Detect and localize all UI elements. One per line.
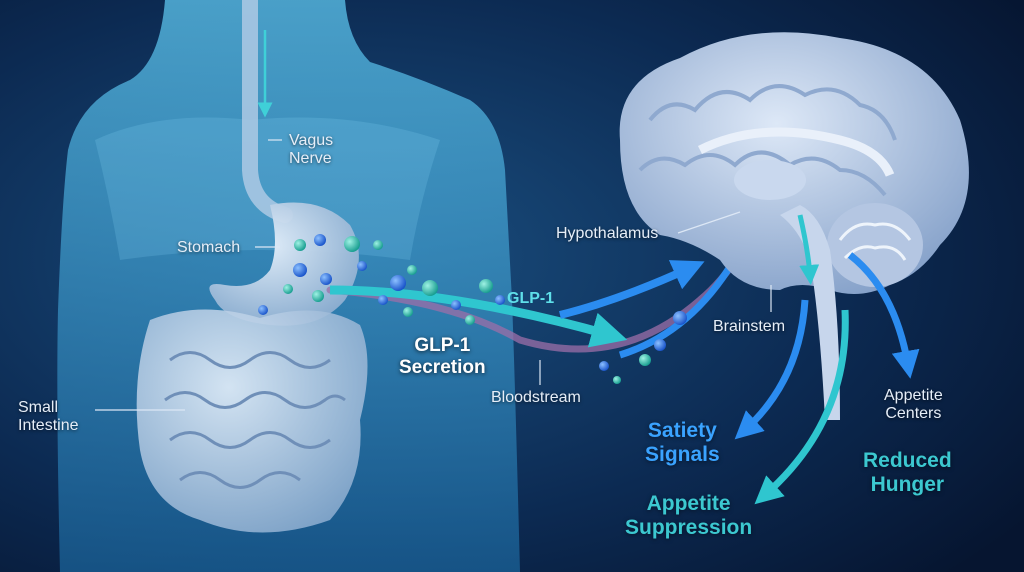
label-brainstem: Brainstem [713,318,785,336]
label-bloodstream: Bloodstream [491,389,581,407]
label-hypothalamus: Hypothalamus [556,225,658,243]
cerebellum [827,203,923,287]
torso-highlight [95,118,440,261]
label-glp1: GLP-1 [507,290,554,308]
label-stomach: Stomach [177,239,240,257]
small-intestine-shape [137,309,368,532]
